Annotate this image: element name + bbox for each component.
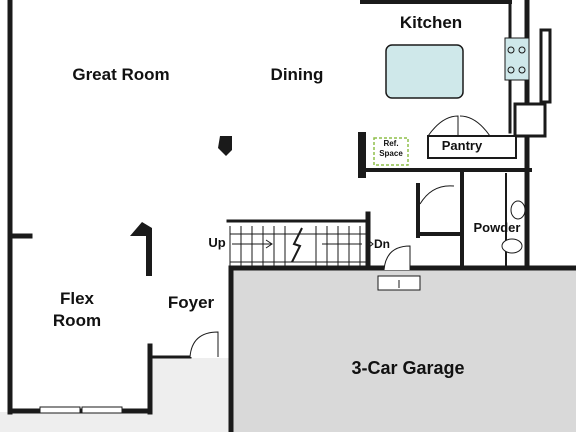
ref-label-line1: Ref. (383, 139, 398, 148)
stairs-down-label: Dn (374, 237, 390, 251)
flex-label-line2: Room (53, 311, 101, 330)
pantry-door-left (427, 115, 459, 137)
great-room-label: Great Room (72, 65, 169, 84)
kitchen-label: Kitchen (400, 13, 462, 32)
kitchen-island (385, 44, 464, 99)
bay-window (539, 28, 552, 104)
column-great-room (218, 136, 232, 156)
foyer-landing (150, 358, 232, 412)
flex-label-line1: Flex (60, 289, 95, 308)
front-door (189, 331, 219, 358)
ref-label-line2: Space (379, 149, 403, 158)
garage-label: 3-Car Garage (351, 358, 464, 378)
powder-label: Powder (474, 220, 521, 235)
garage-floor (231, 268, 576, 432)
closet-door (419, 185, 455, 205)
kitchen-bay (513, 28, 552, 138)
toilet-icon (501, 238, 523, 254)
garage-entry-door (377, 245, 421, 291)
ref-space-box (373, 137, 409, 166)
powder-sink-icon (510, 200, 526, 220)
flex-window-1 (39, 406, 81, 414)
column-flex-room (130, 222, 152, 276)
exterior-ground (0, 412, 232, 432)
flex-window-2 (81, 406, 123, 414)
foyer-label: Foyer (168, 293, 215, 312)
pantry-door-right (459, 115, 491, 137)
stairs (229, 226, 374, 266)
pantry-label: Pantry (442, 138, 483, 153)
bay-box (513, 102, 547, 138)
dining-label: Dining (271, 65, 324, 84)
pantry-box (427, 135, 517, 159)
stairs-up-label: Up (208, 235, 225, 250)
pantry (427, 115, 517, 159)
range-icon (504, 37, 530, 81)
